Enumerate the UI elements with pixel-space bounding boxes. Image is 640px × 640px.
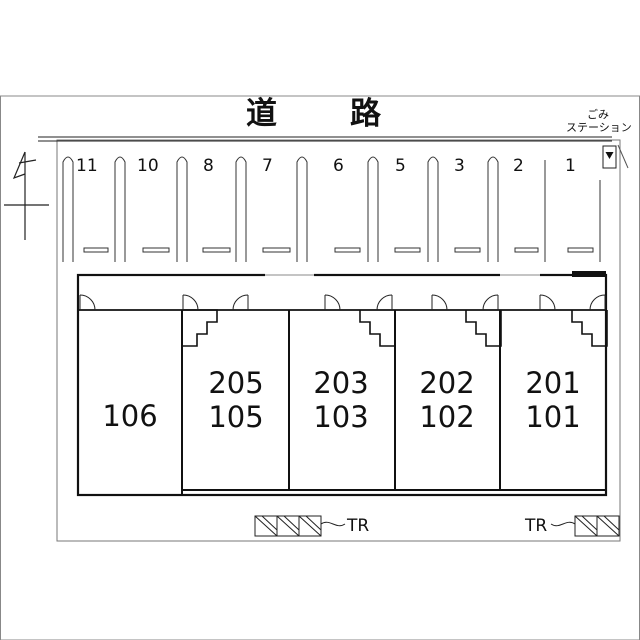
parking-stalls	[62, 156, 601, 262]
stall-divider	[296, 156, 308, 262]
unit-203-103: 203 103	[296, 366, 386, 434]
stair-block	[571, 310, 608, 347]
door-icon	[232, 294, 249, 311]
transformer-label-right: TR	[525, 516, 548, 536]
transformer-left-icon	[254, 515, 346, 537]
door-icon	[324, 294, 341, 311]
door-icon	[79, 294, 96, 311]
wheel-stop	[394, 247, 421, 253]
transformer-right-icon	[550, 515, 620, 537]
wheel-stop	[202, 247, 231, 253]
parking-space-number: 3	[454, 156, 465, 176]
garbage-station-label-line1: ごみ	[587, 108, 609, 121]
unit-201-101: 201 101	[508, 366, 598, 434]
unit-number-upper: 205	[208, 366, 264, 400]
parking-space-number: 8	[203, 156, 214, 176]
parking-space-number: 5	[395, 156, 406, 176]
stair-block	[182, 309, 218, 347]
wheel-stop	[567, 247, 594, 253]
stall-divider	[487, 156, 499, 262]
stair-block	[465, 310, 502, 347]
stall-divider	[235, 156, 247, 262]
stall-divider	[114, 156, 126, 262]
transformer-label-left: TR	[347, 516, 370, 536]
stall-divider	[176, 156, 188, 262]
unit-number-lower: 105	[208, 400, 264, 434]
parking-space-number: 1	[565, 156, 576, 176]
building	[76, 271, 608, 497]
wheel-stop	[262, 247, 291, 253]
stall-divider	[62, 156, 74, 262]
wheel-stop	[454, 247, 481, 253]
unit-202-102: 202 102	[402, 366, 492, 434]
north-arrow-icon	[4, 151, 49, 240]
door-icon	[589, 294, 606, 311]
wheel-stop	[334, 247, 361, 253]
unit-number-lower: 101	[525, 400, 581, 434]
garbage-station-label: ごみ ステーション	[566, 108, 632, 134]
door-icon	[539, 294, 556, 311]
unit-106: 106	[85, 399, 175, 433]
wheel-stop	[514, 247, 539, 253]
garbage-station-label-line2: ステーション	[566, 121, 632, 134]
door-icon	[182, 294, 199, 311]
parking-space-number: 6	[333, 156, 344, 176]
wheel-stop	[83, 247, 109, 253]
unit-number-lower: 102	[419, 400, 475, 434]
unit-number-upper: 203	[313, 366, 369, 400]
stall-divider	[367, 156, 379, 262]
parking-space-number: 10	[137, 156, 159, 176]
unit-number-upper: 202	[419, 366, 475, 400]
property-boundary	[56, 139, 621, 542]
door-icon	[376, 294, 393, 311]
wheel-stop	[142, 247, 170, 253]
road-edge	[38, 136, 612, 142]
door-icon	[431, 294, 448, 311]
garbage-station-icon	[602, 144, 629, 169]
unit-205-105: 205 105	[191, 366, 281, 434]
parking-space-number: 11	[76, 156, 98, 176]
road-label-char-2: 路	[350, 96, 381, 132]
unit-number: 106	[102, 399, 158, 433]
unit-number-lower: 103	[313, 400, 369, 434]
stall-divider	[427, 156, 439, 262]
door-icon	[482, 294, 499, 311]
road-label-char-1: 道	[246, 96, 277, 132]
parking-space-number: 2	[513, 156, 524, 176]
stair-block	[359, 310, 396, 347]
unit-number-upper: 201	[525, 366, 581, 400]
parking-space-number: 7	[262, 156, 273, 176]
